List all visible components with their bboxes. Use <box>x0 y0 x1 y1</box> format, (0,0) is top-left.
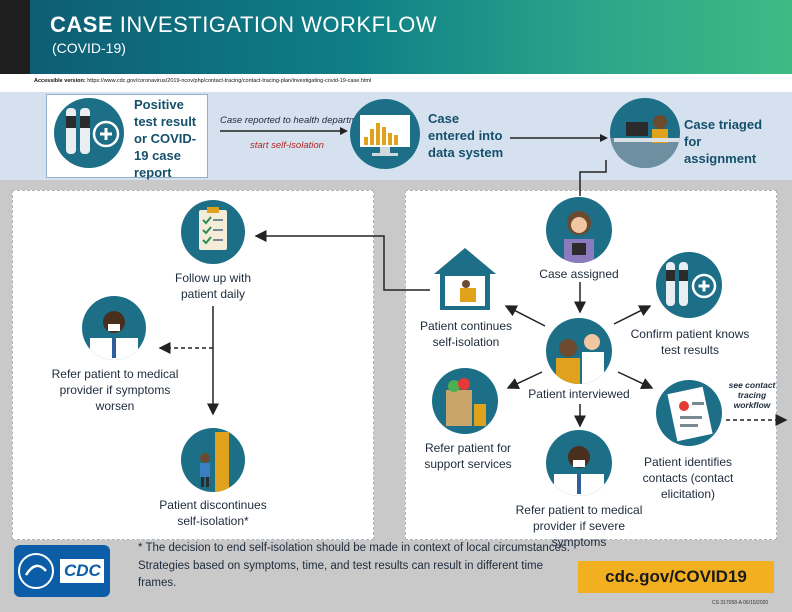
accessible-version-link[interactable]: https://www.cdc.gov/coronavirus/2019-nco… <box>87 78 372 84</box>
cdc-logo: CDC <box>14 545 110 597</box>
accessible-version-label: Accessible version: <box>34 78 86 84</box>
positive-test-label: Positive test result or COVID-19 case re… <box>134 97 197 180</box>
case-entered-label: Case entered into data system <box>428 111 504 160</box>
confirm-results-label: Confirm patient knows test results <box>630 327 750 357</box>
header-banner <box>0 0 792 74</box>
page-title: CASE INVESTIGATION WORKFLOW <box>50 12 438 37</box>
interviewed-label: Patient interviewed <box>528 387 630 401</box>
person-door-icon <box>181 428 245 492</box>
doctor-left-icon <box>82 296 146 360</box>
contacts-form-icon <box>656 380 722 446</box>
triage-to-assigned-line <box>579 160 607 196</box>
doctor-right-icon <box>546 430 612 496</box>
follow-up-label: Follow up with patient daily <box>174 271 252 301</box>
continues-isolation-label: Patient continues self-isolation <box>419 319 513 349</box>
computer-chart-icon <box>350 99 420 169</box>
cdc-covid19-link[interactable]: cdc.gov/COVID19 <box>578 561 774 593</box>
isolation-to-follow-up-arrow <box>254 230 430 291</box>
test-tubes-icon <box>54 98 124 168</box>
groceries-icon <box>432 368 498 434</box>
publication-code: CS 317058-A 06/15/2020 <box>712 600 769 606</box>
case-triaged-label: Case triaged for assignment <box>684 117 763 166</box>
footnote-line-2: Strategies based on symptoms, time, and … <box>138 560 544 589</box>
accessible-strip <box>0 74 792 92</box>
support-services-label: Refer patient for support services <box>424 441 512 471</box>
footnote-line-1: * The decision to end self-isolation sho… <box>138 542 570 554</box>
refer-medical-label: Refer patient to medical provider if sym… <box>51 367 179 413</box>
identifies-contacts-label: Patient identifies contacts (contact eli… <box>642 455 734 501</box>
case-assigned-label: Case assigned <box>539 267 619 281</box>
checklist-clipboard-icon <box>181 200 245 264</box>
arrow-to-triage <box>510 134 608 142</box>
see-contact-tracing-label: see contact tracing workflow <box>728 380 776 410</box>
house-isolation-icon <box>432 246 498 312</box>
cdc-logo-text: CDC <box>64 561 101 580</box>
arrow-sublabel-isolation: start self-isolation <box>250 140 324 151</box>
arrow-to-data-system <box>220 127 348 135</box>
test-results-icon <box>656 252 722 318</box>
header-dark-bar <box>0 0 30 74</box>
to-identifies-contacts-arrow <box>617 371 654 389</box>
case-worker-icon <box>546 197 612 263</box>
to-confirm-results-arrow <box>613 305 652 325</box>
discontinues-label: Patient discontinues self-isolation* <box>159 498 267 528</box>
refer-severe-label: Refer patient to medical provider if sev… <box>515 503 643 549</box>
page-subtitle: (COVID-19) <box>52 40 126 56</box>
accessible-version-line: Accessible version: https://www.cdc.gov/… <box>34 78 371 84</box>
to-support-services-arrow <box>506 371 543 389</box>
arrow-label-reported: Case reported to health department <box>220 115 370 126</box>
to-continues-isolation-arrow <box>504 305 546 327</box>
